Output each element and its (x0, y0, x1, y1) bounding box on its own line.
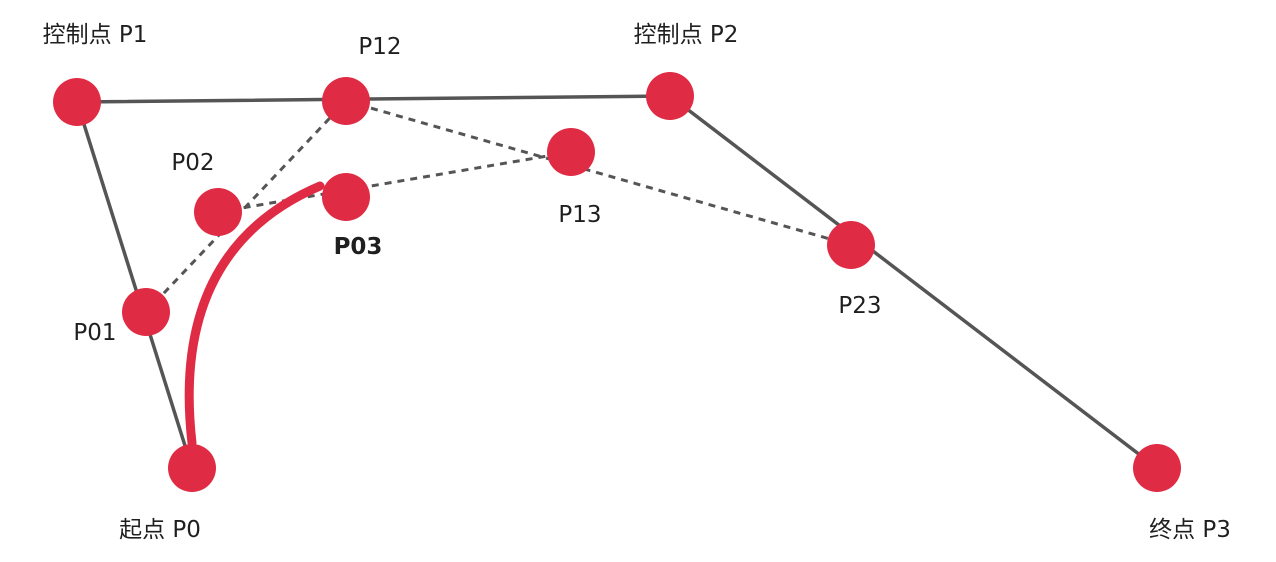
point-p23 (827, 221, 875, 269)
label-p02: P02 (171, 150, 214, 176)
point-p02 (194, 188, 242, 236)
label-p23: P23 (838, 293, 881, 319)
solid-segment-p0-p1 (75, 100, 194, 470)
curve-layer (184, 181, 325, 448)
point-p1 (53, 78, 101, 126)
solid-segment-p2-p3 (668, 94, 1159, 470)
lines-layer (75, 94, 1159, 470)
label-p3: 终点 P3 (1149, 517, 1231, 543)
point-p0 (168, 444, 216, 492)
point-p13 (547, 128, 595, 176)
label-p0: 起点 P0 (119, 517, 201, 543)
label-p2: 控制点 P2 (634, 22, 739, 48)
label-p1: 控制点 P1 (43, 22, 148, 48)
point-p2 (646, 72, 694, 120)
points-layer (53, 72, 1181, 492)
dashed-segment-p02-p13 (217, 150, 572, 214)
point-p12 (322, 77, 370, 125)
label-p12: P12 (358, 34, 401, 60)
solid-segment-p1-p2 (75, 94, 672, 104)
dashed-segment-p12-p23 (345, 99, 852, 247)
point-p3 (1133, 444, 1181, 492)
label-p01: P01 (73, 320, 116, 346)
label-p03: P03 (334, 234, 383, 260)
label-p13: P13 (558, 202, 601, 228)
bezier-curve-partial (184, 181, 325, 448)
point-p01 (122, 288, 170, 336)
point-p03 (322, 173, 370, 221)
